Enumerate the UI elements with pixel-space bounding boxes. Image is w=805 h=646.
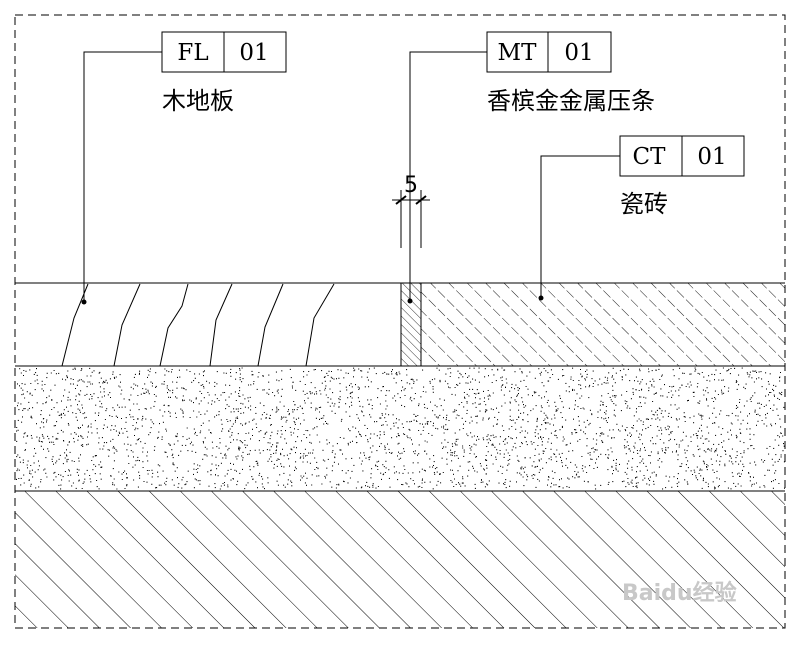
structural-base-layer [15,491,785,628]
tag-box-mt [486,31,612,73]
leader-dot-fl [81,299,87,305]
tag-label-ct: 瓷砖 [620,190,668,218]
ceramic-tile-layer [421,283,785,366]
tag-fl: FL 01 木地板 [81,31,287,305]
tag-number-mt: 01 [564,40,593,66]
leader-dot-ct [538,295,544,301]
dimension-value: 5 [404,173,418,198]
leader-line-mt [409,51,487,301]
watermark-text: Baidu经验 [622,580,737,606]
leader-line-fl [83,51,162,302]
screed-layer [16,367,785,490]
tag-code-mt: MT [498,40,538,66]
leader-dot-mt [407,298,413,304]
tag-label-mt: 香槟金金属压条 [487,87,655,115]
tag-label-fl: 木地板 [162,87,234,115]
dimension-metal-strip-width [392,190,430,248]
tag-number-fl: 01 [239,40,268,66]
tag-number-ct: 01 [697,144,726,170]
wood-floor-layer [61,283,335,367]
tag-mt: MT 01 香槟金金属压条 [407,31,655,304]
tag-code-fl: FL [177,40,208,66]
screed-speckle [16,367,785,490]
tag-code-ct: CT [633,144,667,170]
metal-strip [400,282,422,367]
leader-line-ct [540,155,620,298]
tag-ct: CT 01 瓷砖 [538,135,745,301]
